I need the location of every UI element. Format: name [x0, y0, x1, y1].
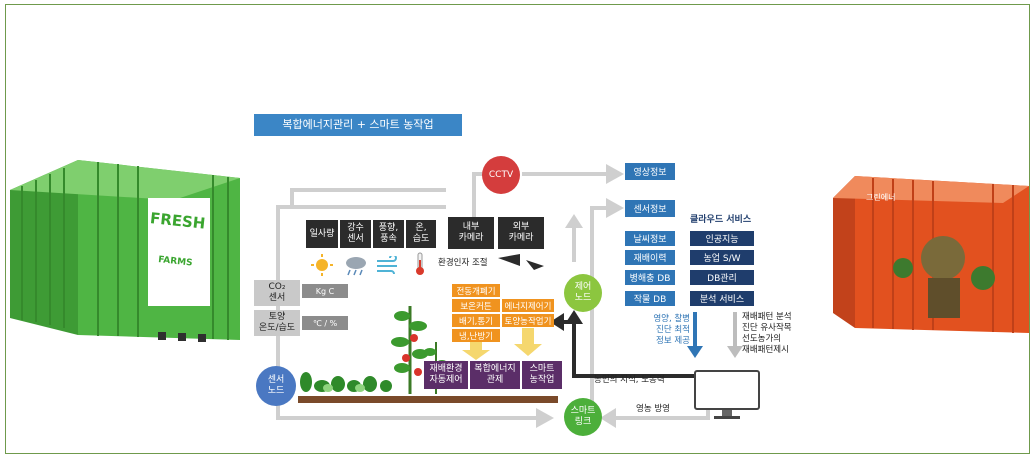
control-item: 에너지제어기 — [502, 299, 554, 312]
control-item: 냉,난방기 — [452, 329, 500, 342]
blue-info-text: 영양, 찰병 진단 최적 정보 제공 — [653, 314, 690, 346]
energy-management-box: 복합에너지 관제 — [470, 361, 520, 389]
farming-apply-label: 영농 방영 — [636, 404, 670, 414]
info-right-item: 농업 S/W — [690, 250, 754, 265]
smart-farming-box: 스마트 농작업 — [522, 361, 562, 389]
right-container-text: 그린에너 — [866, 193, 896, 202]
control-item: 토양농작업기 — [502, 314, 554, 327]
connector-line — [706, 404, 710, 420]
info-left-item: 날씨정보 — [625, 231, 675, 246]
cloud-rain-icon — [346, 257, 366, 276]
connector-line — [572, 374, 702, 378]
info-right-item: 인공지능 — [690, 231, 754, 246]
farmer-knowledge-label: 농민의 지식, 노동력 — [594, 375, 665, 385]
gray-info-text: 재배패턴 분석 진단 유사작목 선도농가의 재배패턴제시 — [742, 312, 792, 355]
connector-line — [733, 312, 737, 352]
soil-strip — [298, 396, 558, 403]
soil-value: ℃ / % — [302, 316, 348, 330]
info-left-item: 작물 DB — [625, 291, 675, 306]
co2-value: Kg C — [302, 284, 348, 298]
camera-icon — [498, 254, 544, 270]
connector-line — [693, 312, 697, 352]
sensor-rain: 강수 센서 — [340, 220, 371, 248]
connector-line — [590, 206, 594, 421]
env-control-label: 환경인자 조절 — [438, 258, 488, 268]
connector-line — [590, 206, 612, 210]
info-right-item: 분석 서비스 — [690, 291, 754, 306]
smart-link-node: 스마트 링크 — [564, 398, 602, 436]
outer-frame — [5, 4, 1030, 454]
info-left-item: 재배이력 — [625, 250, 675, 265]
auto-control-box: 재배환경 자동제어 — [424, 361, 468, 389]
outer-camera: 외부 카메라 — [498, 217, 544, 249]
sensor-solar: 일사량 — [306, 220, 338, 248]
left-container-image — [10, 160, 240, 342]
control-item: 보온커튼 — [452, 299, 500, 312]
arrow-down-icon — [462, 342, 490, 360]
co2-sensor: CO₂ 센서 — [254, 280, 300, 306]
connector-line — [610, 416, 710, 420]
arrow-down-icon — [727, 346, 743, 358]
inner-camera: 내부 카메라 — [448, 217, 494, 249]
thermometer-icon — [416, 252, 424, 275]
sensor-temp-humidity: 온, 습도 — [406, 220, 436, 248]
connector-line — [276, 416, 538, 420]
connector-line — [290, 188, 446, 192]
control-item: 전동개폐기 — [452, 284, 500, 297]
cloud-service-title: 클라우드 서비스 — [690, 215, 752, 225]
sensor-info: 센서정보 — [625, 200, 675, 217]
connector-line — [572, 318, 576, 378]
control-item: 배기,통기 — [452, 314, 500, 327]
info-right-item: DB관리 — [690, 270, 754, 285]
video-info: 영상정보 — [625, 163, 675, 180]
arrow-right-icon — [536, 408, 554, 428]
soil-sensor: 토양 온도/습도 — [254, 310, 300, 336]
arrow-left-icon — [600, 408, 616, 428]
arrow-down-icon — [687, 346, 703, 358]
cctv-node: CCTV — [482, 156, 520, 194]
arrow-down-icon — [514, 328, 542, 356]
connector-line — [560, 320, 574, 324]
right-container-image — [833, 176, 1029, 333]
connector-line — [472, 172, 476, 220]
connector-line — [472, 172, 484, 176]
sensor-node: 센서 노드 — [256, 366, 296, 406]
monitor-icon — [694, 370, 760, 419]
connector-line — [572, 222, 576, 262]
sensor-wind: 풍향, 풍속 — [373, 220, 404, 248]
info-left-item: 병해충 DB — [625, 270, 675, 285]
wind-icon — [377, 256, 397, 274]
diagram-title: 복합에너지관리 + 스마트 농작업 — [254, 114, 462, 136]
connector-line — [522, 172, 612, 176]
control-node: 제어 노드 — [564, 274, 602, 312]
connector-line — [290, 188, 294, 208]
sun-icon — [311, 254, 333, 276]
arrow-right-icon — [606, 164, 624, 184]
arrow-up-icon — [565, 214, 583, 228]
connector-line — [276, 205, 446, 209]
arrow-right-icon — [606, 198, 624, 218]
arrow-left-icon — [550, 313, 564, 331]
